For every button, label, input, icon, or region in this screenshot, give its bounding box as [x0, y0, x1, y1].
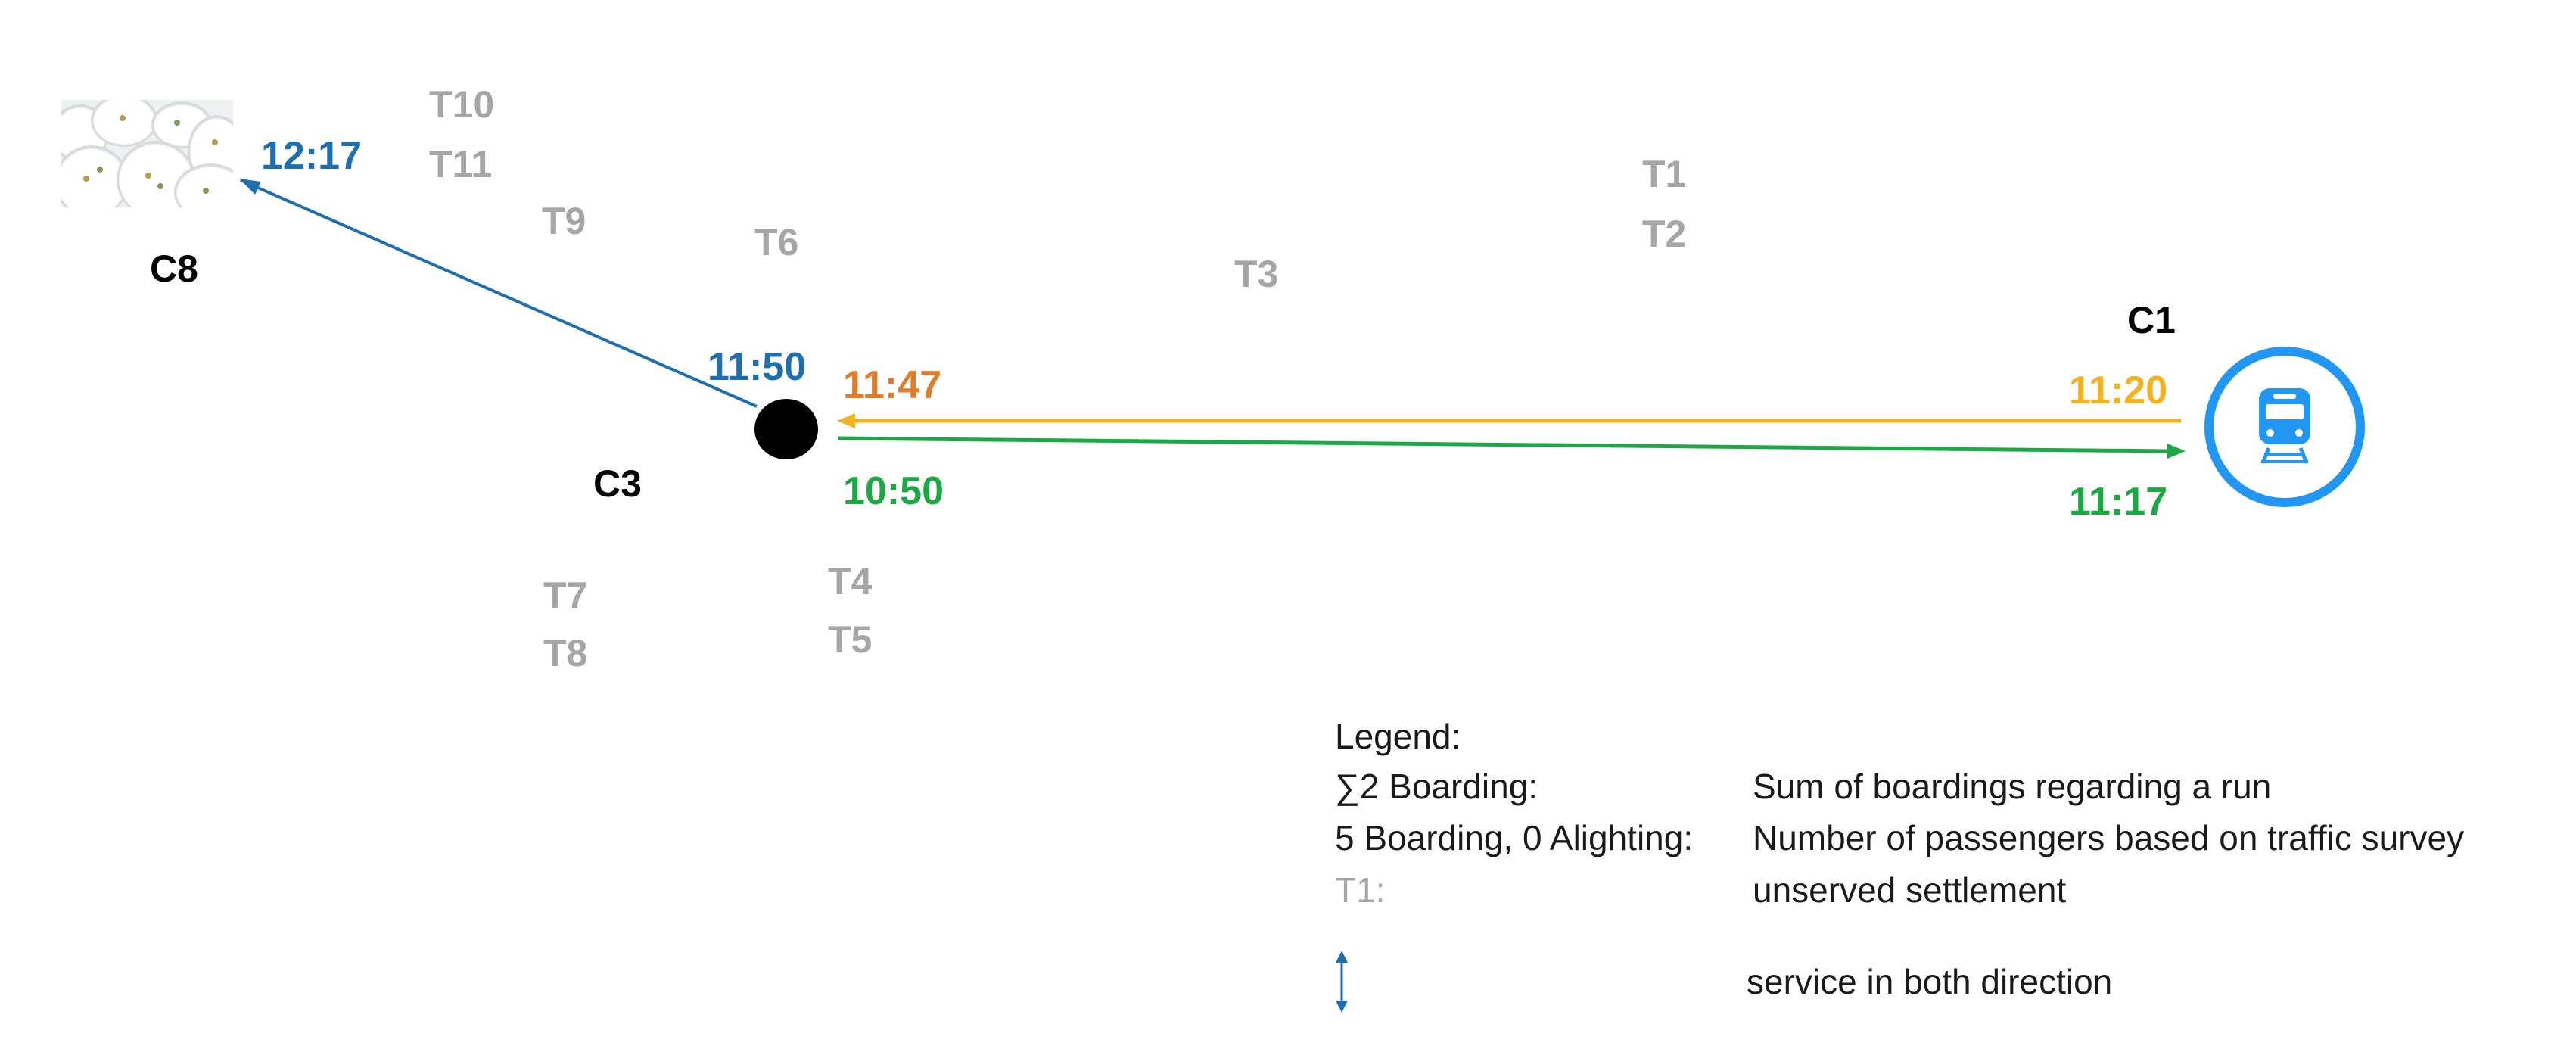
settlement-label: T7	[543, 574, 588, 617]
settlement-label: T6	[754, 221, 799, 263]
arrowhead-c3-yellow	[837, 413, 855, 428]
double-arrow-icon	[1336, 951, 1348, 1013]
legend-desc: Number of passengers based on traffic su…	[1753, 818, 2465, 857]
station-dot-icon[interactable]	[754, 399, 818, 459]
city-label-c1: C1	[2127, 299, 2176, 341]
train-icon[interactable]	[2204, 347, 2365, 507]
legend-key: T1:	[1335, 870, 1386, 910]
time-c3-arrival: 11:47	[843, 363, 942, 407]
time-c3-departure-to-c8: 11:50	[708, 345, 807, 389]
arrowhead-c8	[239, 179, 261, 195]
legend-desc: unserved settlement	[1753, 870, 2067, 910]
time-c3-departure: 10:50	[843, 469, 944, 513]
settlement-label: T2	[1642, 213, 1687, 255]
porcelain-photo	[61, 100, 233, 207]
settlement-label: T5	[828, 618, 873, 661]
settlement-label: T8	[543, 632, 588, 674]
legend-desc: Sum of boardings regarding a run	[1753, 767, 2272, 806]
legend-key: 5 Boarding, 0 Alighting:	[1335, 818, 1694, 857]
settlement-label: T11	[429, 143, 493, 185]
arrowhead-c1-green	[2167, 444, 2186, 459]
time-c8-arrival: 12:17	[261, 134, 362, 178]
route-line-c3-c8	[240, 179, 758, 408]
time-c1-departure: 11:20	[2069, 369, 2168, 412]
city-label-c8: C8	[150, 247, 198, 290]
legend-both-direction: service in both direction	[1747, 962, 2113, 1001]
settlement-label: T10	[429, 83, 495, 126]
time-c1-arrival: 11:17	[2069, 480, 2168, 524]
route-line-c3-c1-green	[838, 436, 2170, 453]
legend-title: Legend:	[1335, 717, 1461, 756]
city-label-c3: C3	[593, 462, 642, 505]
legend-key: ∑2 Boarding:	[1335, 767, 1538, 806]
settlement-label: T9	[542, 200, 586, 242]
settlement-label: T3	[1234, 253, 1279, 295]
settlement-label: T4	[828, 560, 873, 602]
settlement-label: T1	[1642, 153, 1687, 195]
